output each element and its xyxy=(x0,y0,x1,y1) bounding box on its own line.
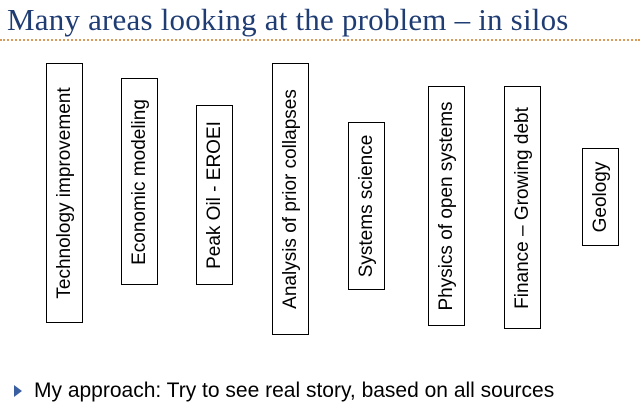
silo-label: Geology xyxy=(589,161,611,233)
silo-box-prior-collapses: Analysis of prior collapses xyxy=(272,63,309,335)
bullet-text: My approach: Try to see real story, base… xyxy=(34,379,555,402)
silo-box-systems-science: Systems science xyxy=(348,122,385,290)
silo-box-geology: Geology xyxy=(582,148,619,246)
triangle-bullet-icon xyxy=(14,385,22,397)
silo-label: Economic modeling xyxy=(128,98,150,265)
title-divider xyxy=(0,39,640,41)
silo-label: Analysis of prior collapses xyxy=(279,89,301,309)
silo-box-technology-improvement: Technology improvement xyxy=(46,63,83,323)
silo-box-peak-oil: Peak Oil - EROEI xyxy=(196,105,233,285)
silo-label: Peak Oil - EROEI xyxy=(203,121,225,269)
silo-box-finance-debt: Finance – Growing debt xyxy=(504,86,541,329)
silo-label: Technology improvement xyxy=(53,87,75,299)
slide-title: Many areas looking at the problem – in s… xyxy=(7,2,569,37)
silo-label: Systems science xyxy=(355,134,377,278)
silo-box-physics-open-systems: Physics of open systems xyxy=(428,86,465,326)
silo-label: Finance – Growing debt xyxy=(511,106,533,309)
silo-box-economic-modeling: Economic modeling xyxy=(121,78,158,285)
bullet-row: My approach: Try to see real story, base… xyxy=(14,379,554,403)
silo-label: Physics of open systems xyxy=(435,101,457,311)
